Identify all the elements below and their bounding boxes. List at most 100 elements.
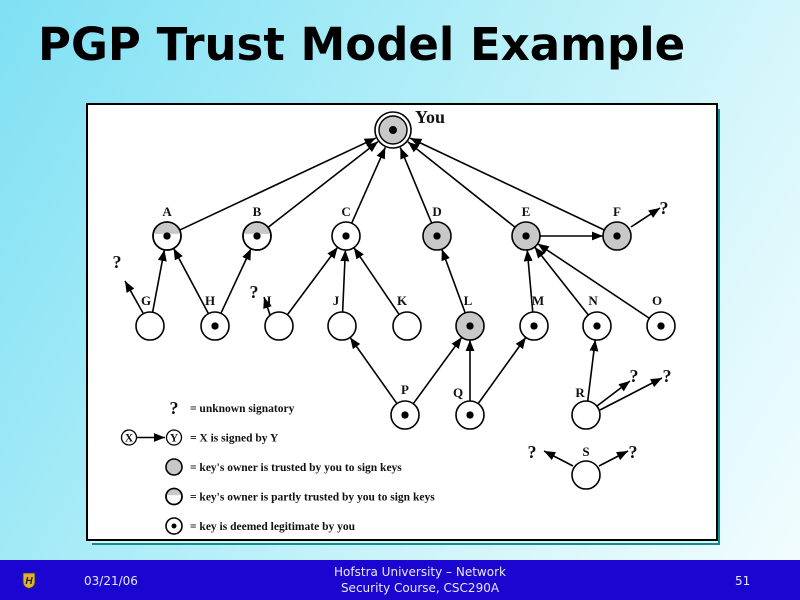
node-b: B — [242, 204, 272, 251]
legend-x-label: X — [125, 433, 134, 445]
legend-node-x — [120, 429, 138, 446]
edge-Q-signed-by-M — [477, 336, 527, 405]
footer-course-title: Hofstra University – Network Security Co… — [260, 564, 580, 596]
legend-item-trusted: = key's owner is trusted by you to sign … — [165, 458, 402, 476]
node-s: S — [571, 444, 601, 490]
edge-P-signed-by-J — [349, 336, 398, 405]
edge-O-signed-by-E — [537, 243, 650, 319]
node-m: M — [519, 293, 549, 341]
unknown-edge-R — [596, 380, 631, 407]
legitimate-dot — [389, 126, 397, 134]
node-label-q: Q — [453, 385, 463, 400]
unknown-edge-S — [598, 450, 629, 467]
node-label-e: E — [522, 204, 531, 219]
node-label-h: H — [205, 293, 215, 308]
node-label-p: P — [401, 382, 409, 397]
footer-page-number: 51 — [735, 574, 751, 588]
unknown-signatory-mark: ? — [629, 442, 638, 462]
edge-F-signed-by-You — [409, 137, 605, 231]
node-label-b: B — [253, 204, 262, 219]
legend-text: = key's owner is trusted by you to sign … — [190, 462, 402, 474]
footer-course-line1: Hofstra University – Network — [334, 565, 506, 579]
node-c: C — [331, 204, 361, 251]
edge-E-signed-by-You — [407, 141, 516, 228]
node-circle — [135, 311, 165, 341]
unknown-signatory-mark: ? — [630, 366, 639, 386]
trusted-key-icon — [165, 458, 183, 476]
node-j: J — [327, 293, 357, 341]
node-label-r: R — [575, 385, 585, 400]
unknown-edge-S — [543, 450, 574, 467]
edge-I-signed-by-C — [286, 246, 339, 316]
unknown-edge-F — [630, 207, 661, 228]
legitimate-dot — [253, 232, 261, 240]
unknown-signatory-mark: ? — [528, 442, 537, 462]
node-f: F — [602, 204, 632, 251]
node-r: R — [571, 385, 601, 430]
legitimate-dot — [433, 232, 441, 240]
legitimate-dot — [466, 322, 474, 330]
node-label-c: C — [341, 204, 350, 219]
node-label-j: J — [333, 293, 340, 308]
node-label-n: N — [588, 293, 598, 308]
node-you: You — [374, 107, 445, 149]
node-label-k: K — [397, 293, 408, 308]
legitimate-dot — [163, 232, 171, 240]
node-circle — [571, 400, 601, 430]
edge-R-signed-by-N — [586, 339, 599, 402]
node-a: A — [152, 204, 182, 251]
node-label-s: S — [582, 444, 589, 459]
legend-y-label: Y — [170, 433, 179, 445]
edge-J-signed-by-C — [340, 249, 350, 313]
legitimate-key-icon — [165, 517, 183, 535]
legend-item-legitimate: = key is deemed legitimate by you — [165, 517, 356, 535]
node-circle — [264, 311, 294, 341]
node-label-o: O — [652, 293, 662, 308]
edge-M-signed-by-E — [523, 249, 534, 313]
legend-item-unknown: ?= unknown signatory — [170, 398, 295, 418]
node-label-l: L — [464, 293, 473, 308]
edge-A-signed-by-You — [179, 137, 377, 231]
footer-course-line2: Security Course, CSC290A — [340, 581, 500, 595]
footer-bar: H 03/21/06 Hofstra University – Network … — [0, 560, 800, 600]
footer-date: 03/21/06 — [84, 574, 138, 588]
node-i: I — [264, 293, 294, 341]
edge-N-signed-by-E — [534, 246, 589, 316]
unknown-signatory-mark: ? — [663, 366, 672, 386]
node-circle — [327, 311, 357, 341]
legitimate-dot — [530, 322, 538, 330]
node-p: P — [390, 382, 420, 430]
legitimate-dot — [522, 232, 530, 240]
edge-D-signed-by-You — [399, 147, 433, 224]
unknown-signatory-mark: ? — [113, 252, 122, 272]
node-h: H — [200, 293, 230, 341]
node-label-a: A — [162, 204, 172, 219]
node-circle — [392, 311, 422, 341]
node-n: N — [582, 293, 612, 341]
partial-trust-fill — [153, 222, 181, 234]
legend-text: = key's owner is partly trusted by you t… — [190, 492, 435, 504]
node-l: L — [455, 293, 485, 341]
legitimate-dot — [466, 411, 474, 419]
node-e: E — [511, 204, 541, 251]
partial-trust-fill — [166, 489, 182, 496]
legend-item-partly-trusted: = key's owner is partly trusted by you t… — [165, 487, 435, 506]
edge-L-signed-by-D — [441, 248, 466, 314]
edges-layer: ??????? — [113, 137, 672, 467]
unknown-edge-R — [599, 377, 663, 411]
trust-diagram-frame — [86, 103, 718, 541]
node-label-g: G — [141, 293, 151, 308]
legitimate-dot — [593, 322, 601, 330]
node-d: D — [422, 204, 452, 251]
unknown-signatory-mark: ? — [250, 282, 259, 302]
edge-K-signed-by-C — [353, 247, 400, 315]
edge-C-signed-by-You — [350, 147, 387, 224]
node-label-i: I — [266, 293, 271, 308]
partly-trusted-key-icon — [165, 487, 183, 506]
node-label-you: You — [415, 107, 445, 127]
edge-P-signed-by-L — [412, 336, 463, 405]
node-label-m: M — [532, 293, 544, 308]
